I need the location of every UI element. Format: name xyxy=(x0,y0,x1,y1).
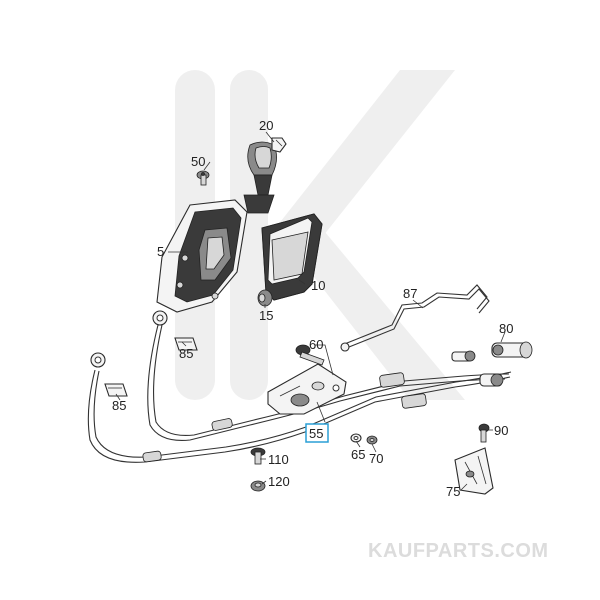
callout-50[interactable]: 50 xyxy=(191,154,205,169)
callout-labels: 20 50 5 10 15 87 80 60 85 85 55 65 70 90… xyxy=(112,118,513,499)
shift-bezel-frame[interactable] xyxy=(261,213,323,301)
callout-80[interactable]: 80 xyxy=(499,321,513,336)
watermark-text: KAUFPARTS.COM xyxy=(368,540,549,562)
highlight-box xyxy=(305,423,329,443)
callout-70[interactable]: 70 xyxy=(369,451,383,466)
callout-55-highlight[interactable]: 55 xyxy=(305,423,329,443)
callout-5[interactable]: 5 xyxy=(157,244,164,259)
clip-85-right[interactable] xyxy=(174,337,198,351)
clip-20[interactable] xyxy=(271,137,287,153)
callout-87[interactable]: 87 xyxy=(403,286,417,301)
callout-10[interactable]: 10 xyxy=(311,278,325,293)
ball-joint[interactable] xyxy=(491,341,533,359)
clip-85-left[interactable] xyxy=(104,383,128,397)
callout-65[interactable]: 65 xyxy=(351,447,365,462)
mounting-bracket[interactable] xyxy=(454,447,494,495)
washer-65[interactable] xyxy=(350,433,362,443)
callout-90[interactable]: 90 xyxy=(494,423,508,438)
leader-lines xyxy=(115,131,506,491)
shift-cables[interactable] xyxy=(87,310,512,463)
callout-85-left[interactable]: 85 xyxy=(112,398,126,413)
bolt-90[interactable] xyxy=(478,423,490,443)
callout-110[interactable]: 110 xyxy=(268,452,289,467)
callout-120[interactable]: 120 xyxy=(268,474,290,489)
callout-60[interactable]: 60 xyxy=(309,337,323,352)
nut-120[interactable] xyxy=(250,480,266,492)
callout-20[interactable]: 20 xyxy=(259,118,273,133)
callout-15[interactable]: 15 xyxy=(259,308,273,323)
callout-85-right[interactable]: 85 xyxy=(179,346,193,361)
callout-55[interactable]: 55 xyxy=(309,426,323,441)
callout-75[interactable]: 75 xyxy=(446,484,460,499)
shift-rod[interactable] xyxy=(340,284,490,352)
bushing[interactable] xyxy=(257,289,273,307)
shift-knob-assembly[interactable] xyxy=(156,141,277,313)
cable-bracket[interactable] xyxy=(267,363,347,415)
screw-50[interactable] xyxy=(196,170,210,186)
nut-70[interactable] xyxy=(366,435,378,445)
bolt-110[interactable] xyxy=(250,447,266,465)
bolt-60[interactable] xyxy=(295,344,325,366)
